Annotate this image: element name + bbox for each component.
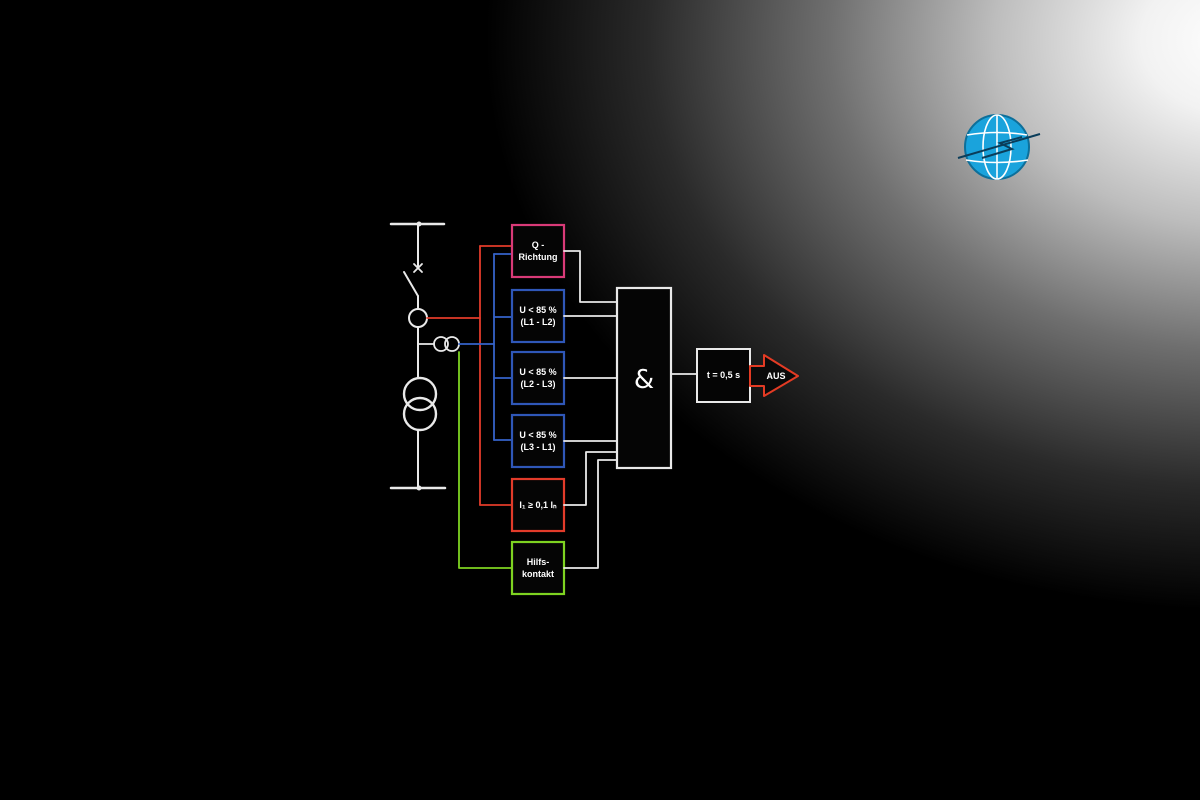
uv-l1-l2-line2: (L1 - L2) [521, 317, 556, 327]
q-richtung-line2: Richtung [519, 252, 558, 262]
and-gate-input-wires [563, 250, 618, 569]
uv-l2-l3-line2: (L2 - L3) [521, 379, 556, 389]
current-threshold-block: I₁ ≥ 0,1 Iₙ [510, 477, 566, 533]
uv-l2-l3-line1: U < 85 % [519, 367, 556, 377]
and-gate: & [615, 286, 673, 470]
auxiliary-contact-block: Hilfs- kontakt [510, 540, 566, 596]
uv-l3-l1-line1: U < 85 % [519, 430, 556, 440]
aux-contact-line2: kontakt [522, 569, 554, 579]
trip-output-arrow: AUS [749, 354, 799, 397]
measurement-feed-lines [426, 245, 513, 569]
undervoltage-l1-l2-block: U < 85 % (L1 - L2) [510, 288, 566, 344]
timer-label: t = 0,5 s [707, 370, 740, 380]
undervoltage-l2-l3-block: U < 85 % (L2 - L3) [510, 350, 566, 406]
aux-contact-line1: Hilfs- [527, 557, 550, 567]
q-richtung-block: Q - Richtung [510, 223, 566, 279]
timer-block: t = 0,5 s [696, 348, 751, 403]
single-line-network [389, 221, 460, 491]
uv-l1-l2-line1: U < 85 % [519, 305, 556, 315]
q-richtung-line1: Q - [532, 240, 545, 250]
and-gate-symbol: & [634, 365, 654, 395]
globe-logo-icon [957, 114, 1041, 180]
current-threshold-label: I₁ ≥ 0,1 Iₙ [519, 500, 557, 510]
trip-output-label: AUS [766, 371, 785, 381]
uv-l3-l1-line2: (L3 - L1) [521, 442, 556, 452]
undervoltage-l3-l1-block: U < 85 % (L3 - L1) [510, 413, 566, 469]
